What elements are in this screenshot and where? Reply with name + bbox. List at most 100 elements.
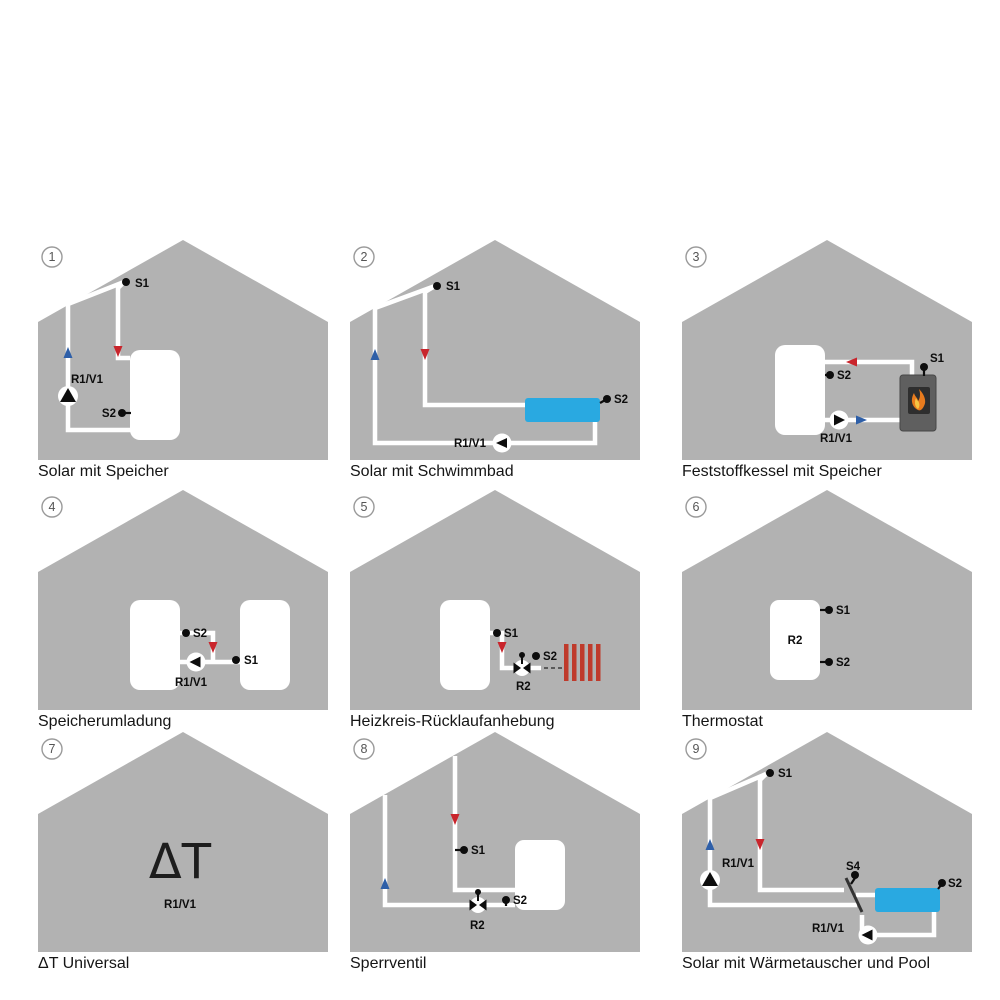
scheme-caption: Heizkreis-Rücklaufanhebung	[350, 713, 555, 730]
sensor-s4-label: S4	[846, 861, 861, 873]
pipe-supply	[115, 280, 130, 361]
storage-tank-left	[130, 600, 180, 690]
scheme-caption: Solar mit Wärmetauscher und Pool	[682, 955, 931, 972]
number-circle	[353, 496, 375, 518]
buffer-tank	[440, 600, 490, 690]
scheme-number: 5	[361, 500, 368, 514]
scheme-number: 3	[693, 250, 700, 264]
sensor-dot	[460, 846, 468, 854]
system-panel-6: 6 R2 S1 S2 Thermostat	[682, 490, 972, 731]
number-circle	[685, 246, 707, 268]
sensor-s2-label: S2	[837, 370, 851, 382]
sensor-dot	[920, 363, 928, 371]
valve-label: R2	[470, 920, 485, 932]
system-panel-5: 5 S1 S2 R2 Heizkreis-Rücklaufanhebung	[350, 490, 640, 731]
storage-tank	[130, 350, 180, 440]
sensor-s1: S1	[493, 628, 519, 640]
pump-label: R1/V1	[71, 374, 104, 386]
flow-down-icon	[497, 642, 507, 653]
sensor-s1-label: S1	[471, 845, 486, 857]
scheme-number: 7	[49, 742, 56, 756]
number-circle	[685, 738, 707, 760]
pump-label: R1/V1	[454, 438, 487, 450]
system-panel-7: 7 ΔT R1/V1 ΔT Universal	[38, 732, 328, 973]
pipe-coil	[65, 390, 162, 433]
pipe-primary-return	[707, 771, 857, 908]
sensor-s1: S1	[766, 768, 793, 780]
flow-up-icon	[705, 839, 715, 850]
sensor-s1: S1	[232, 655, 259, 667]
pipe-supply	[452, 756, 515, 893]
sensor-s1: S1	[820, 605, 851, 617]
flow-down-icon	[450, 814, 460, 825]
sensor-dot	[826, 371, 834, 379]
pump-label: R1/V1	[164, 899, 197, 911]
pump-primary-icon	[700, 870, 720, 890]
sensor-s4: S4	[846, 861, 861, 885]
sensor-dot	[182, 629, 190, 637]
flame-core-icon	[914, 398, 920, 409]
sensor-dot	[118, 409, 126, 417]
radiator-icon	[564, 644, 601, 681]
pipes	[65, 279, 162, 433]
sensor-s2: S2	[937, 878, 962, 890]
sensor-s1-label: S1	[135, 278, 150, 290]
sensor-s2: S2	[182, 628, 207, 640]
valve-icon	[513, 652, 531, 676]
relay-label: R2	[788, 635, 803, 647]
scheme-number-badge: 9	[685, 738, 707, 760]
solid-fuel-boiler	[899, 374, 937, 432]
scheme-number: 2	[361, 250, 368, 264]
pipe-return	[382, 795, 470, 908]
pipe-return	[65, 279, 125, 390]
heat-exchanger-icon	[844, 877, 864, 913]
system-panel-4: 4 S2 S1 R1/V1 Speicherumladung	[38, 490, 328, 731]
sensor-s2: S2	[599, 394, 628, 406]
sensor-s1: S1	[122, 278, 150, 290]
pipes	[707, 771, 937, 938]
sensor-dot	[825, 606, 833, 614]
scheme-number-badge: 3	[685, 246, 707, 268]
pump-icon	[492, 433, 512, 453]
pump-icon	[829, 410, 849, 430]
pipe-coil	[180, 644, 266, 665]
scheme-number-badge: 2	[353, 246, 375, 268]
system-panel-3: 3 S1 S2 R1/V1 Feststoffkessel mit Speich…	[682, 240, 972, 481]
valve-icon	[469, 889, 487, 913]
scheme-number-badge: 4	[41, 496, 63, 518]
sensor-dot	[502, 896, 510, 904]
house-silhouette	[350, 732, 640, 952]
scheme-caption: Solar mit Schwimmbad	[350, 463, 514, 480]
scheme-number-badge: 8	[353, 738, 375, 760]
sensor-dot	[766, 769, 774, 777]
scheme-caption: Thermostat	[682, 713, 763, 730]
system-panel-8: 8 S1 S2 R2 Sperrventil	[350, 732, 640, 973]
storage-tank	[515, 840, 565, 910]
storage-tank	[775, 345, 825, 435]
system-panel-2: 2 S1 S2 R1/V1 Solar mit Schwimmbad	[350, 240, 640, 481]
sensor-dot	[532, 652, 540, 660]
delta-t-symbol: ΔT	[149, 834, 212, 890]
diagram-thermostat: 6 R2 S1 S2	[682, 490, 972, 710]
diagram-delta-t: 7 ΔT R1/V1	[38, 732, 328, 952]
flow-up-icon	[380, 878, 390, 889]
pipe-secondary-return	[859, 912, 937, 938]
sensor-s1: S1	[433, 281, 461, 293]
sensor-s2-label: S2	[948, 878, 962, 890]
sensor-s2: S2	[102, 408, 131, 420]
house-silhouette	[682, 490, 972, 710]
valve-actuator-dot	[475, 889, 481, 895]
flow-up-icon	[370, 349, 380, 360]
sensor-s2: S2	[502, 895, 527, 907]
diagram-solar-pool: 2 S1 S2 R1/V1	[350, 240, 640, 460]
sensor-s1: S1	[455, 845, 486, 857]
sensor-s1-label: S1	[446, 281, 461, 293]
number-circle	[685, 496, 707, 518]
sensor-s2: S2	[532, 651, 557, 663]
scheme-number-badge: 7	[41, 738, 63, 760]
scheme-number: 9	[693, 742, 700, 756]
number-circle	[353, 738, 375, 760]
storage-tank-right	[240, 600, 290, 690]
diagram-solar-storage: 1 S1 S2 R1/V1	[38, 240, 328, 460]
sensor-dot	[825, 658, 833, 666]
